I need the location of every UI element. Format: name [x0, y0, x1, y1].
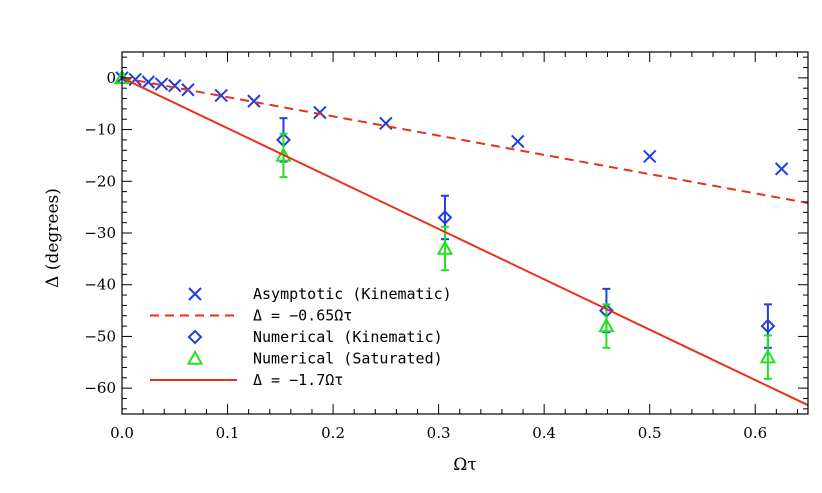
legend-label: Asymptotic (Kinematic): [253, 285, 452, 303]
series-0-point: [313, 105, 327, 120]
series-0-point-stroke: [313, 105, 327, 120]
y-tick-label: −10: [84, 121, 116, 139]
legend: Asymptotic (Kinematic) Δ = −0.65ΩτNumeric…: [150, 285, 452, 389]
x-tick-label: 0.3: [427, 424, 451, 442]
series-0-point: [247, 94, 261, 108]
x-tick-label: 0.1: [216, 424, 240, 442]
error-bar: [602, 303, 611, 349]
legend-swatch-triangle: [186, 349, 204, 365]
x-tick-label: 0.2: [321, 424, 345, 442]
series-0-point: [154, 77, 169, 91]
series-3-point: [759, 348, 777, 364]
series-0-point-stroke: [154, 77, 169, 91]
y-tick-label: −60: [84, 379, 116, 397]
error-bar: [763, 334, 772, 380]
series-3-point: [275, 146, 292, 162]
series-0-point-stroke: [774, 162, 789, 176]
series-2-point: [760, 318, 776, 334]
series-0-point-stroke: [247, 94, 261, 108]
series-0-point: [141, 75, 156, 89]
legend-swatch-diamond: [187, 329, 203, 345]
legend-item: Numerical (Kinematic): [187, 328, 443, 346]
plot-layer: [113, 69, 809, 407]
axes: 0.0 0.1 0.2 0.3 0.4 0.5 0.6 0 −10 −20 −30 −40 −50 −60: [84, 51, 809, 442]
x-tick-label: 0.4: [532, 424, 556, 442]
series-0-point-stroke: [379, 116, 393, 131]
legend-item: Numerical (Saturated): [186, 349, 443, 368]
plot-frame: [121, 51, 809, 415]
legend-swatch-x-stroke: [188, 287, 202, 301]
series-0-point-stroke: [214, 88, 228, 103]
error-bar: [440, 225, 449, 272]
series-0-point-stroke: [128, 72, 142, 87]
series-4-line: [121, 76, 809, 407]
legend-swatch-x: [188, 287, 202, 301]
legend-label: Δ = −1.7Ωτ: [253, 371, 343, 389]
x-tick-label: 0.5: [638, 424, 662, 442]
y-tick-label: 0: [106, 69, 116, 87]
series-0-point: [511, 134, 525, 149]
y-tick-label: −50: [84, 327, 116, 345]
series-0-point: [642, 149, 657, 164]
series-3-point: [436, 239, 454, 255]
series-0-point-stroke: [168, 78, 182, 93]
series-0-point-stroke: [642, 149, 657, 164]
series-3-point: [598, 317, 615, 333]
y-tick-label: −20: [84, 172, 116, 190]
y-tick-label: −40: [84, 276, 116, 294]
series-0-point: [214, 88, 228, 103]
legend-item: Δ = −0.65Ωτ: [150, 307, 352, 325]
y-tick-label: −30: [84, 224, 116, 242]
series-2-point: [437, 210, 453, 225]
legend-item: Asymptotic (Kinematic): [188, 285, 452, 303]
legend-item: Δ = −1.7Ωτ: [150, 371, 343, 389]
legend-label: Δ = −0.65Ωτ: [253, 307, 352, 325]
series-0-point: [168, 78, 182, 93]
legend-label: Numerical (Kinematic): [253, 328, 443, 346]
x-tick-label: 0.6: [743, 424, 767, 442]
series-0-point: [128, 72, 142, 87]
series-1-line: [121, 76, 809, 204]
series-0-point: [774, 162, 789, 176]
series-0-point-stroke: [141, 75, 156, 89]
y-axis-title: Δ (degrees): [43, 188, 63, 288]
legend-label: Numerical (Saturated): [253, 350, 443, 368]
x-tick-label: 0.0: [110, 424, 134, 442]
x-axis-title: Ωτ: [453, 455, 477, 475]
series-0-point-stroke: [511, 134, 525, 149]
